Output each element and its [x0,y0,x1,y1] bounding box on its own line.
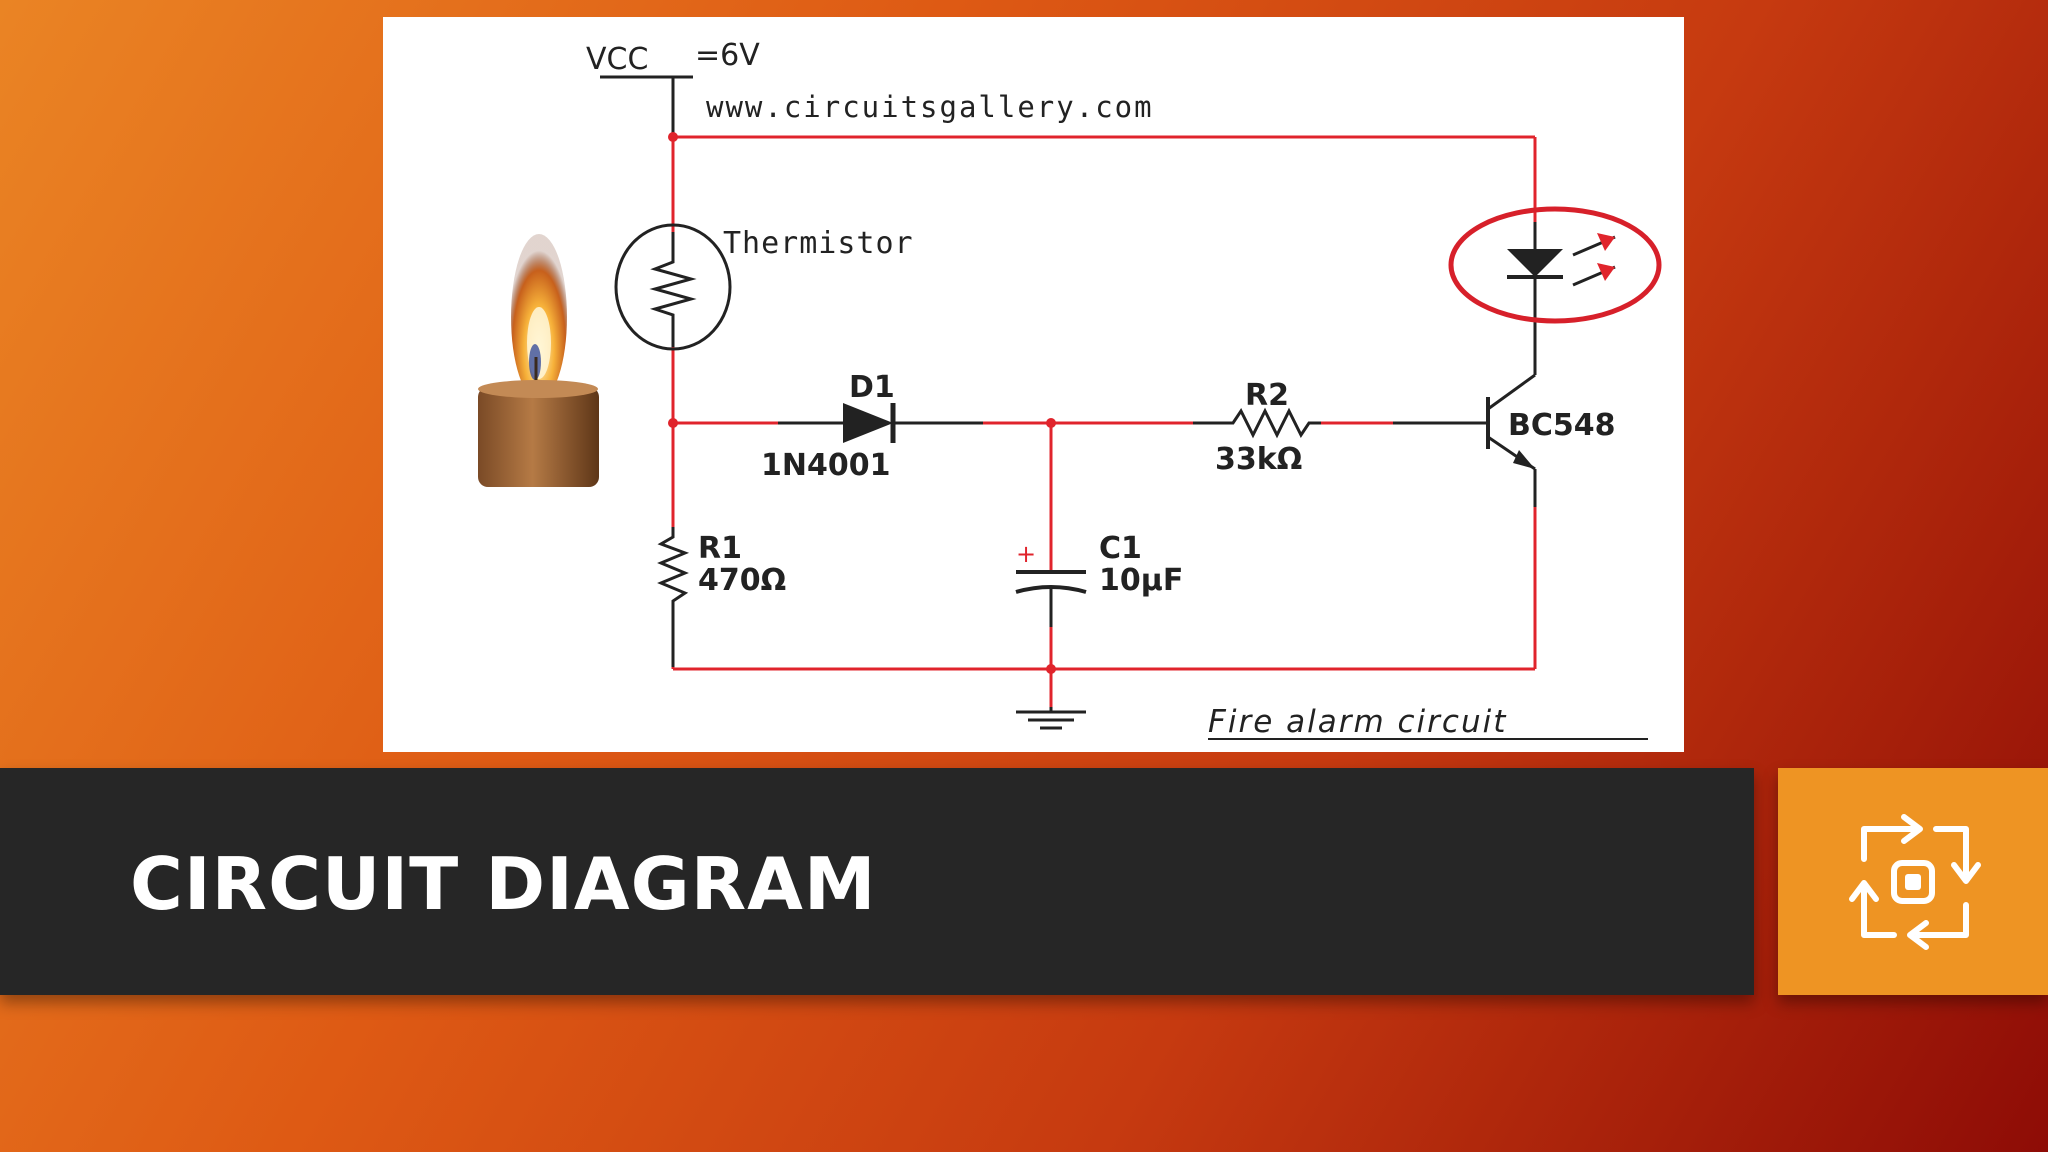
vcc-value: =6V [695,38,760,73]
r2-label: R2 [1245,378,1289,413]
transistor-label: BC548 [1508,408,1616,443]
bottom-rail [673,664,1535,674]
d1-label: D1 [849,370,895,405]
transistor-bc548 [1486,347,1537,669]
thermistor-label: Thermistor [723,226,914,261]
circuit-schematic: VCC =6V www.circuitsgallery.com Thermist… [478,38,1662,740]
r1-value: 470Ω [698,563,786,598]
top-rail [668,132,1537,222]
thermistor-symbol [614,223,732,351]
middle-wire [668,418,1488,428]
diode-d1 [843,403,896,443]
diagram-caption: Fire alarm circuit [1208,704,1507,740]
title-band: CIRCUIT DIAGRAM [0,768,1754,995]
website-label: www.circuitsgallery.com [706,90,1154,124]
rotate-arrows-icon [1849,814,1981,950]
r1-label: R1 [698,531,742,566]
circuit-diagram-panel: VCC =6V www.circuitsgallery.com Thermist… [383,17,1684,752]
r2-value: 33kΩ [1215,442,1302,477]
resistor-r1 [657,527,690,627]
c1-value: 10µF [1099,563,1183,598]
vcc-label: VCC [586,42,648,77]
d1-part-label: 1N4001 [761,448,890,483]
resistor-r2 [1223,407,1321,439]
led-icon [1507,222,1616,347]
icon-tile [1778,768,2048,995]
c1-label: C1 [1099,531,1142,566]
candle-flame-icon [478,234,599,487]
led-highlight-circle [1448,206,1662,324]
slide-title: CIRCUIT DIAGRAM [130,842,877,926]
capacitor-polarity: + [1016,540,1036,568]
ground-icon [1016,707,1086,730]
